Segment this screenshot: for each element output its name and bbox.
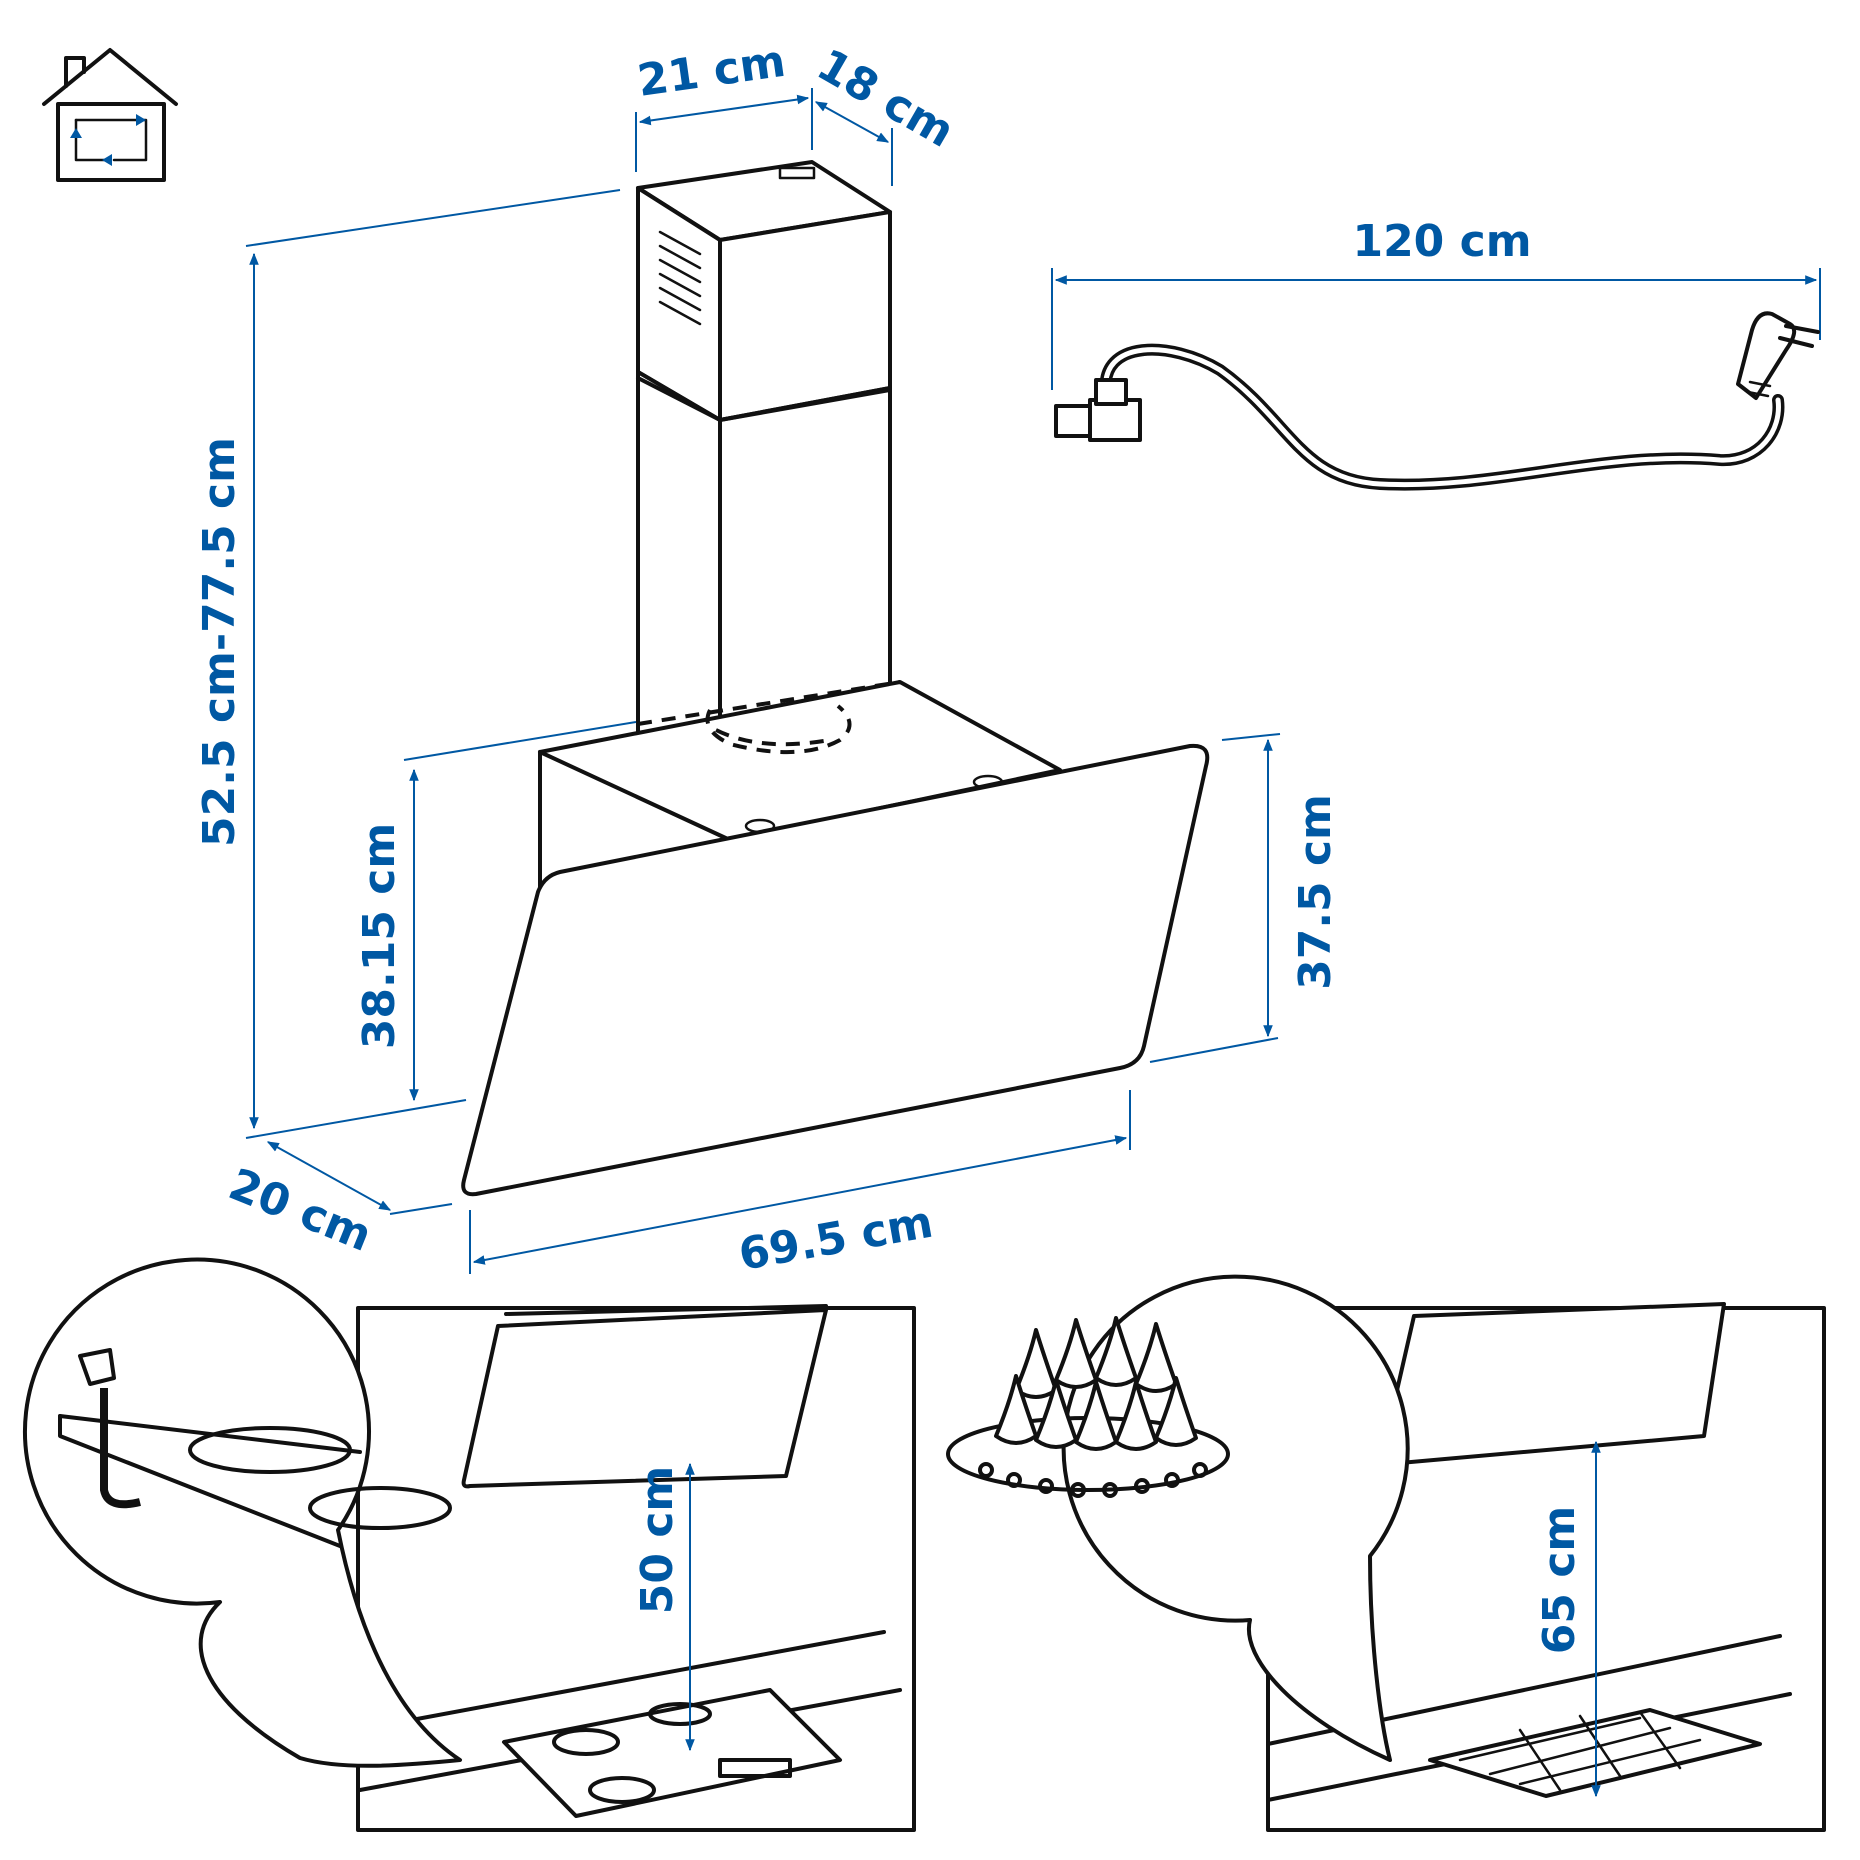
electric-hob-scene: 50 cm — [22, 1257, 916, 1832]
electric-hob-distance-label: 50 cm — [632, 1466, 683, 1614]
hood-body — [538, 680, 1062, 888]
total-height-label: 52.5 cm-77.5 cm — [194, 437, 245, 847]
dim-hood-depth: 20 cm — [222, 1141, 453, 1262]
power-cable-icon: 120 cm — [1051, 216, 1821, 491]
glass-panel — [461, 743, 1210, 1197]
glass-height-label: 37.5 cm — [1290, 794, 1341, 990]
hood-depth-label: 20 cm — [222, 1159, 379, 1262]
dim-chimney-depth: 18 cm — [809, 39, 963, 186]
chimney — [636, 160, 892, 788]
hood-width-label: 69.5 cm — [735, 1197, 937, 1281]
cable-length-label: 120 cm — [1352, 216, 1531, 267]
flame-callout — [946, 1274, 1410, 1762]
gas-hob-scene: 65 cm — [946, 1274, 1826, 1832]
gas-hob-distance-label: 65 cm — [1534, 1506, 1585, 1654]
plug-icon — [1736, 311, 1820, 400]
dim-hood-height: 38.15 cm — [354, 721, 637, 1102]
dim-chimney-width: 21 cm — [634, 36, 813, 172]
gas-flame-icon — [994, 1316, 1198, 1451]
house-recirculation-icon — [42, 48, 178, 182]
chimney-width-label: 21 cm — [634, 36, 788, 107]
dim-glass-height: 37.5 cm — [1149, 733, 1341, 1063]
cable-callout — [22, 1257, 462, 1768]
hood-height-label: 38.15 cm — [354, 823, 405, 1049]
dim-total-height: 52.5 cm-77.5 cm — [194, 189, 621, 1139]
